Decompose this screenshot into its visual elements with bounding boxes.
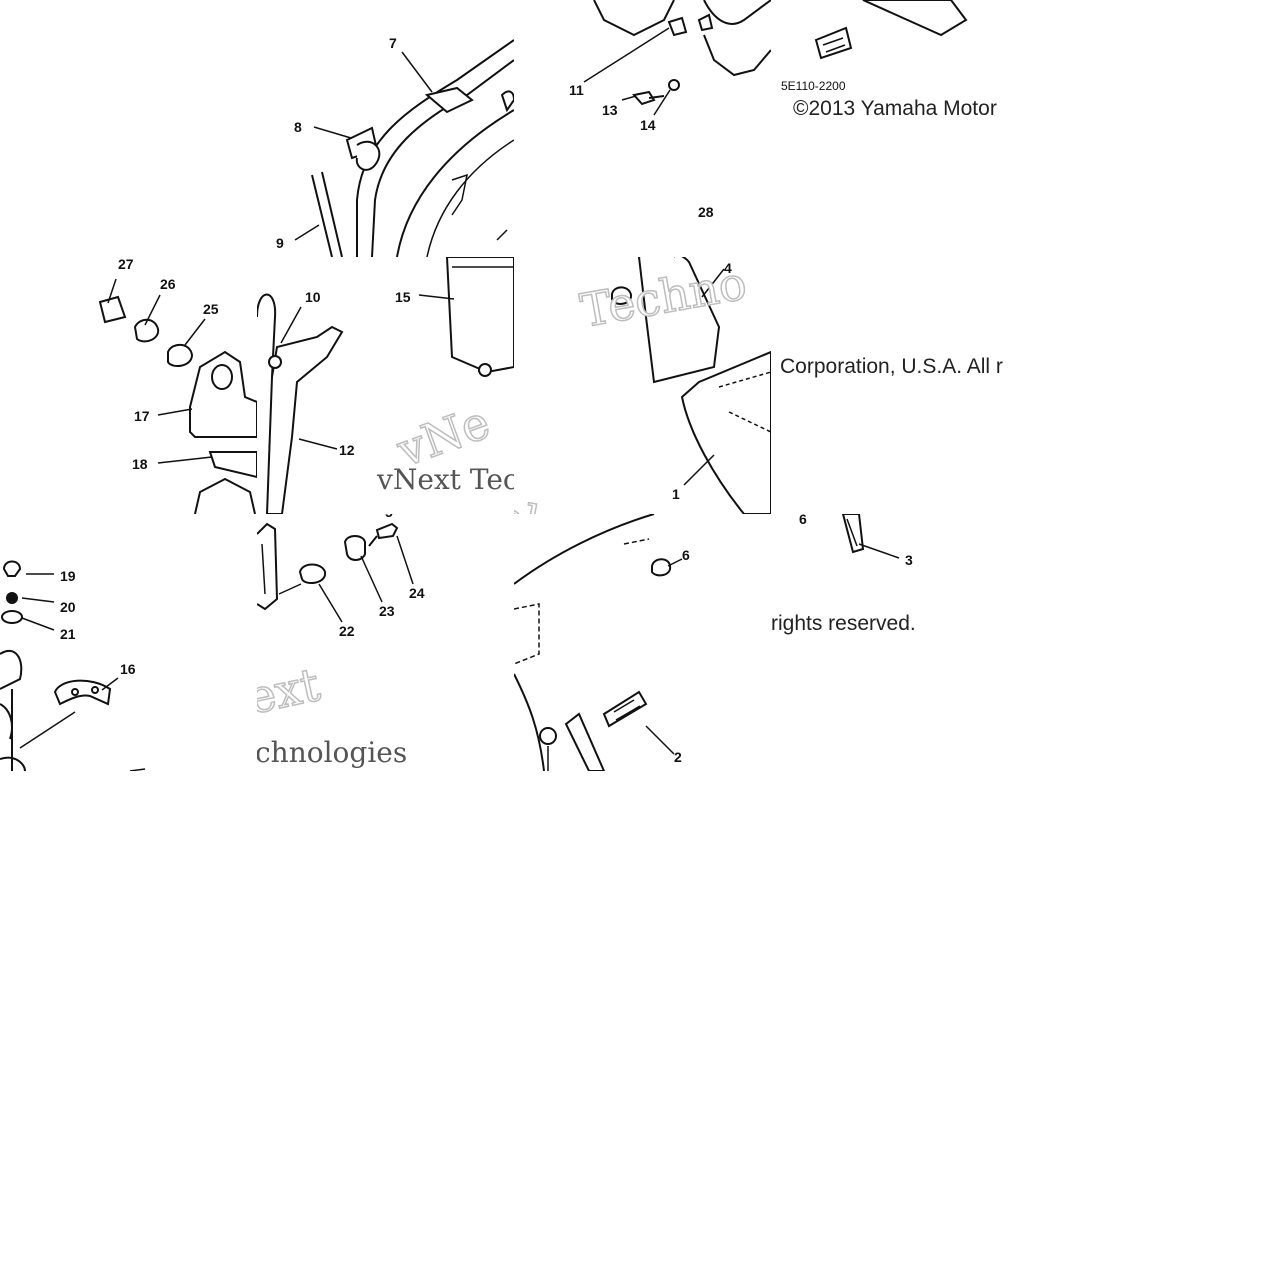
callout-10: 10 xyxy=(305,289,321,305)
callout-21: 21 xyxy=(60,626,76,642)
watermark-vnext-tec: vNext Tec xyxy=(376,463,514,496)
callout-8: 8 xyxy=(294,119,302,135)
diagram-tile-collars: ext chnologies 22 23 24 5 xyxy=(257,514,514,771)
copyright-line-1: ©2013 Yamaha Motor xyxy=(793,97,997,120)
diagram-tile-seat-lock: 27 26 25 17 18 xyxy=(0,257,257,514)
callout-22: 22 xyxy=(339,623,355,639)
callout-18: 18 xyxy=(132,456,148,472)
callout-15: 15 xyxy=(395,289,411,305)
diagram-tile-holder: 19 20 21 16 xyxy=(0,514,257,771)
diagram-tile-strip: 6 3 rights reserved. xyxy=(771,514,1028,771)
callout-7: 7 xyxy=(389,35,397,51)
callout-26: 26 xyxy=(160,276,176,292)
callout-12: 12 xyxy=(339,442,355,458)
callout-13: 13 xyxy=(602,102,618,118)
diagram-tile-frame-top: 7 8 9 xyxy=(257,0,514,257)
diagram-tile-damper-label: 28 xyxy=(680,195,740,225)
callout-19: 19 xyxy=(60,568,76,584)
callout-28-label: 28 xyxy=(698,204,714,220)
diagram-tile-side-cover: Techno ologies 28 4 1 xyxy=(514,257,771,514)
callout-16: 16 xyxy=(120,661,136,677)
callout-11: 11 xyxy=(569,82,584,98)
copyright-line-3: rights reserved. xyxy=(771,612,916,635)
watermark-ext: ext xyxy=(257,657,325,725)
watermark-ologies: ologies xyxy=(514,490,664,514)
callout-14: 14 xyxy=(640,117,656,133)
diagram-tile-bracket: 11 13 14 xyxy=(514,0,771,257)
callout-4: 4 xyxy=(724,260,732,276)
callout-5-small: 5 xyxy=(385,514,393,520)
callout-1: 1 xyxy=(672,486,680,502)
diagram-tile-emblem: 5E110-2200 ©2013 Yamaha Motor xyxy=(771,0,1028,257)
callout-27: 27 xyxy=(118,257,134,272)
callout-6: 6 xyxy=(682,547,690,563)
diagram-tile-cover-lower: 6 2 xyxy=(514,514,771,771)
copyright-line-2: Corporation, U.S.A. All r xyxy=(780,355,1003,378)
callout-20: 20 xyxy=(60,599,76,615)
callout-3: 3 xyxy=(905,552,913,568)
callout-2: 2 xyxy=(674,749,682,765)
callout-6b: 6 xyxy=(799,514,807,527)
callout-25: 25 xyxy=(203,301,219,317)
callout-17: 17 xyxy=(134,408,150,424)
callout-9: 9 xyxy=(276,235,284,251)
diagram-tile-plate: vNext Tec vNe 10 15 12 xyxy=(257,257,514,514)
diagram-code: 5E110-2200 xyxy=(781,79,846,93)
callout-23: 23 xyxy=(379,603,395,619)
callout-24: 24 xyxy=(409,585,425,601)
watermark-chnologies: chnologies xyxy=(257,736,407,769)
